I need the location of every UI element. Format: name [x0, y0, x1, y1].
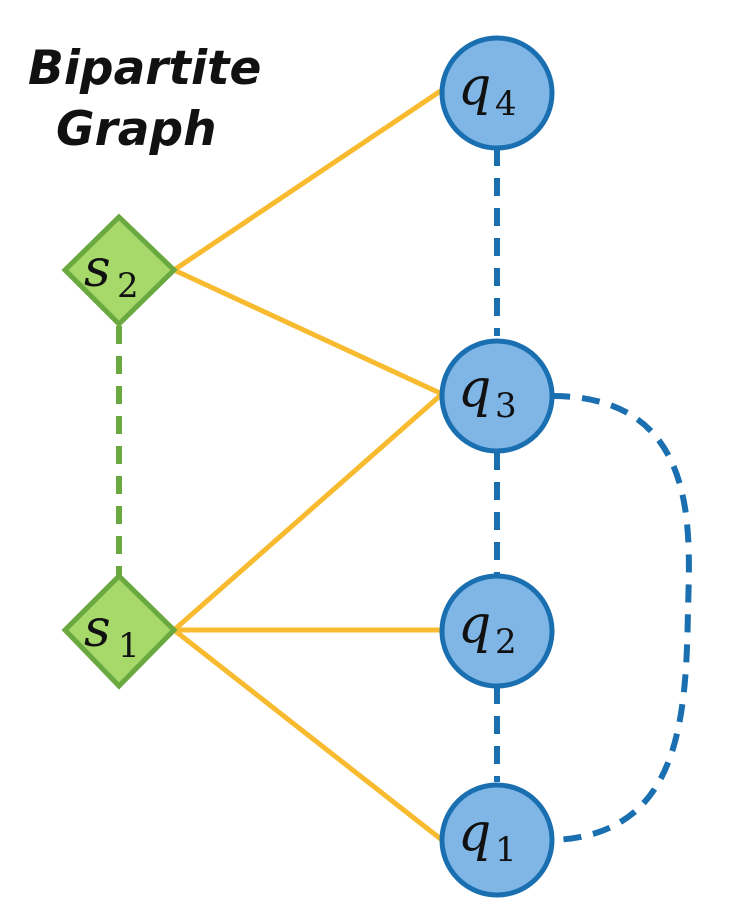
edge-s2-q3 [172, 267, 444, 397]
node-q3-sub: 3 [495, 386, 517, 426]
title-line-2: Graph [56, 102, 217, 157]
node-q2-base: q [458, 595, 491, 655]
node-q1: q 1 [439, 782, 555, 898]
node-q1-sub: 1 [495, 830, 517, 870]
title-line-1: Bipartite [28, 41, 261, 96]
node-s1-sub: 1 [118, 626, 140, 666]
edge-s1-q1 [172, 628, 444, 842]
edge-q3-q1-arc [551, 393, 692, 843]
node-s1: s 1 [61, 572, 178, 690]
edge-s1-q3 [172, 392, 444, 632]
node-s2: s 2 [61, 213, 178, 328]
node-q2: q 2 [439, 573, 555, 689]
node-s1-base: s [84, 599, 111, 659]
edge-s2-q4 [172, 87, 444, 273]
node-q4-base: q [458, 57, 491, 117]
node-s2-base: s [84, 239, 111, 299]
node-q2-sub: 2 [495, 622, 517, 662]
node-s2-sub: 2 [117, 266, 139, 306]
node-q4-sub: 4 [495, 84, 517, 124]
node-q4: q 4 [439, 35, 555, 151]
node-q1-base: q [458, 803, 491, 863]
node-q3-base: q [458, 359, 491, 419]
node-q3: q 3 [439, 338, 555, 454]
